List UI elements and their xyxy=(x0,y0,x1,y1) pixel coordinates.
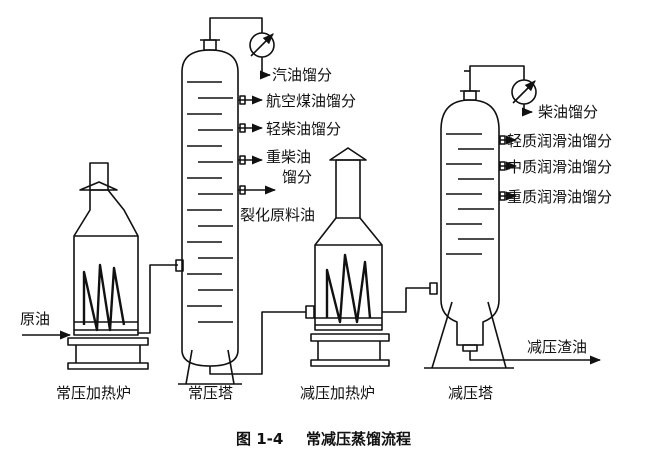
light-diesel-label: 轻柴油馏分 xyxy=(266,120,341,138)
vacuum-furnace-label: 减压加热炉 xyxy=(300,384,375,402)
vacuum-tower-label: 减压塔 xyxy=(448,384,493,402)
medium-lube-label: 中质润滑油馏分 xyxy=(507,158,612,176)
atmospheric-furnace-label: 常压加热炉 xyxy=(56,384,131,402)
atmospheric-tower-label: 常压塔 xyxy=(188,384,233,402)
vacuum-tower xyxy=(424,70,514,369)
light-lube-label: 轻质润滑油馏分 xyxy=(507,132,612,150)
feed-label: 原油 xyxy=(20,310,50,328)
cracking-feed-label: 裂化原料油 xyxy=(240,206,315,224)
vacuum-furnace xyxy=(310,147,390,367)
residue-label: 减压渣油 xyxy=(527,338,587,356)
jet-fuel-label: 航空煤油馏分 xyxy=(266,92,356,110)
atmospheric-furnace xyxy=(67,162,149,370)
gasoline-label: 汽油馏分 xyxy=(272,66,332,84)
heavy-lube-label: 重质润滑油馏分 xyxy=(507,188,612,206)
diesel-label: 柴油馏分 xyxy=(538,103,598,121)
heavy-diesel-label-1: 重柴油 xyxy=(266,148,311,166)
atmospheric-tower xyxy=(178,39,242,385)
heavy-diesel-label-2: 馏分 xyxy=(282,168,312,186)
figure-title: 常减压蒸馏流程 xyxy=(306,430,411,448)
figure-number: 图 1-4 xyxy=(236,430,283,448)
